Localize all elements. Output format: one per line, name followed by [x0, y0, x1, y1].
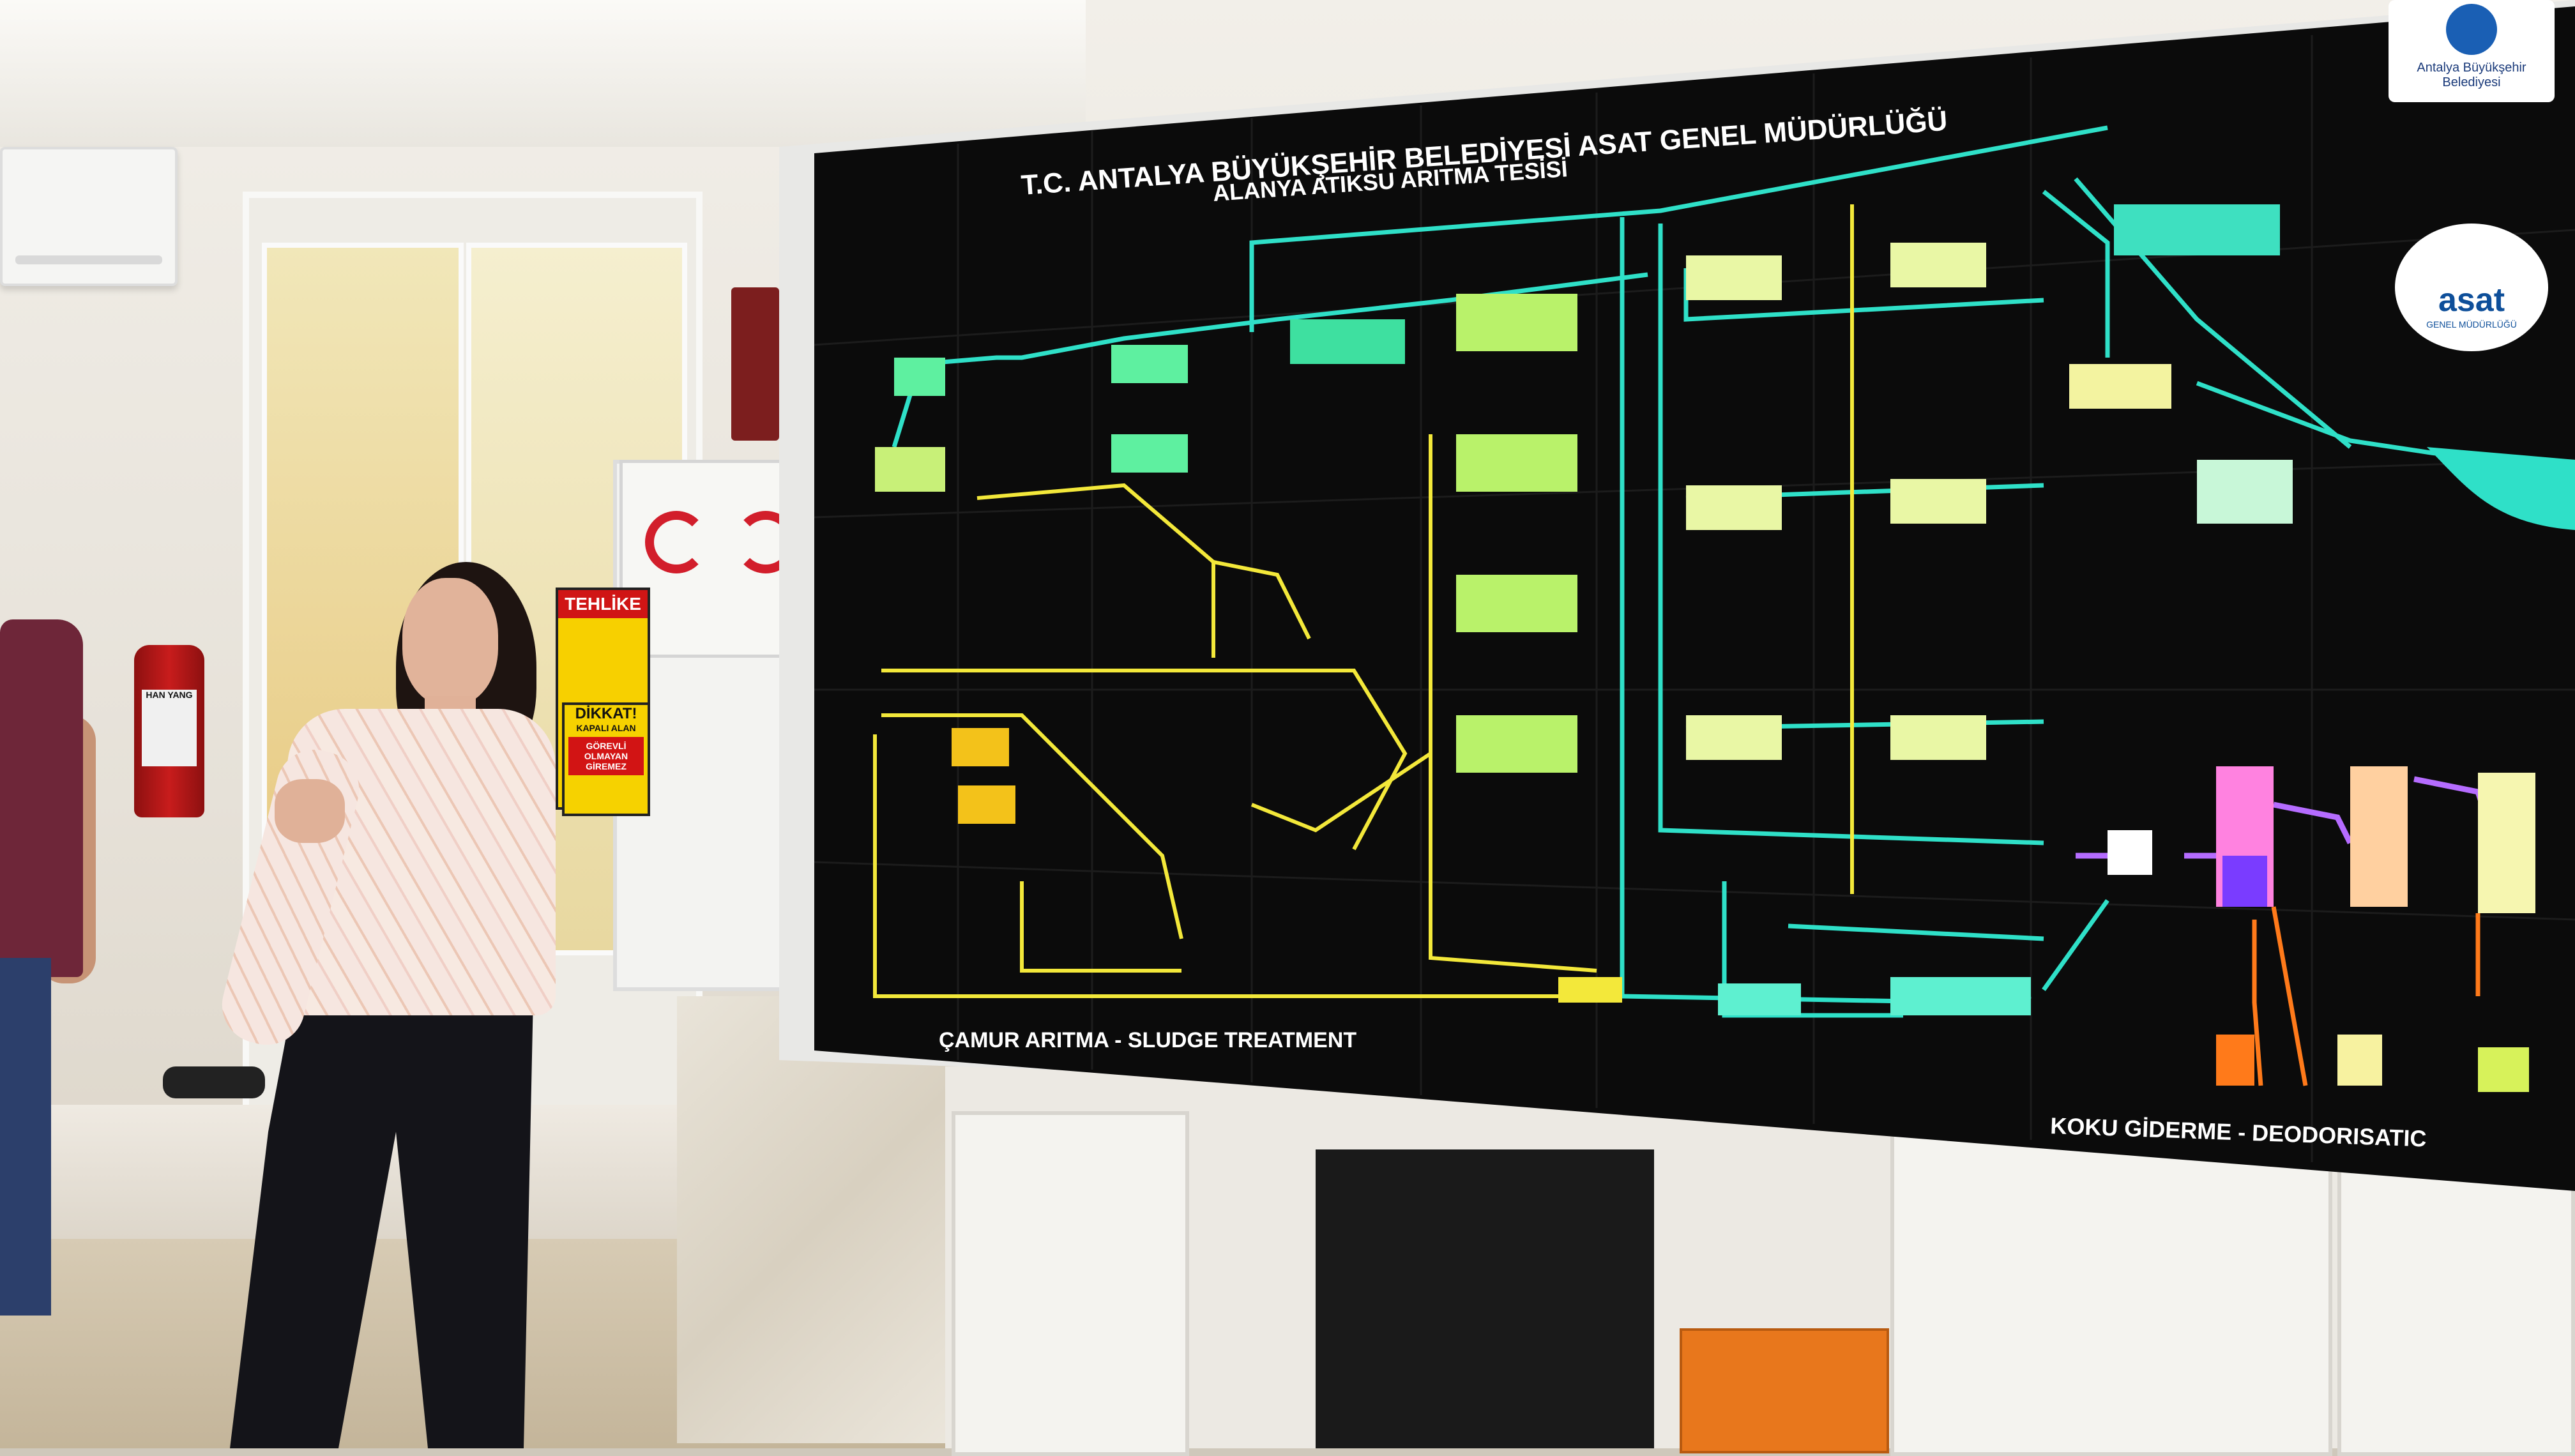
wall-clock — [731, 287, 779, 441]
dikkat-subtitle: KAPALI ALAN — [576, 723, 636, 733]
air-conditioner — [0, 147, 178, 286]
bystander-leg — [0, 958, 51, 1316]
cabinet-door — [952, 1111, 1189, 1456]
sludge-section-label: ÇAMUR ARITMA - SLUDGE TREATMENT — [939, 1028, 1356, 1052]
municipality-logo-text: Antalya Büyükşehir Belediyesi — [2417, 61, 2526, 89]
dikkat-title: DİKKAT! — [575, 705, 637, 722]
bystander-torso — [0, 619, 83, 977]
danger-sign-title: TEHLİKE — [558, 590, 648, 618]
board-screen — [814, 6, 2575, 1191]
cabinet-door — [1890, 1111, 2332, 1456]
dikkat-body: GÖREVLİ OLMAYAN GİREMEZ — [568, 737, 644, 775]
chemical-lines — [2252, 906, 2480, 1086]
sludge-flow-lines — [873, 204, 1854, 998]
extinguisher-label: HAN YANG — [142, 690, 197, 766]
asat-logo: asat GENEL MÜDÜRLÜĞÜ — [2395, 224, 2548, 351]
presenter-face — [402, 578, 498, 706]
sea-outfall — [2427, 447, 2575, 530]
deodorisation-scrubbers — [2108, 766, 2535, 1092]
sunglasses — [163, 1066, 265, 1098]
ceiling — [0, 0, 1086, 147]
asat-logo-text: asat — [2438, 282, 2505, 319]
sedimentation-tanks — [1456, 243, 1986, 773]
marble-wall — [677, 996, 971, 1443]
confined-space-sign: DİKKAT! KAPALI ALAN GÖREVLİ OLMAYAN GİRE… — [562, 702, 650, 816]
process-units — [875, 204, 2293, 1015]
municipality-logo: Antalya Büyükşehir Belediyesi — [2389, 0, 2555, 102]
presenter-hand — [275, 779, 345, 843]
equipment-rack — [1316, 1149, 1654, 1448]
asat-logo-subtext: GENEL MÜDÜRLÜĞÜ — [2426, 319, 2517, 330]
